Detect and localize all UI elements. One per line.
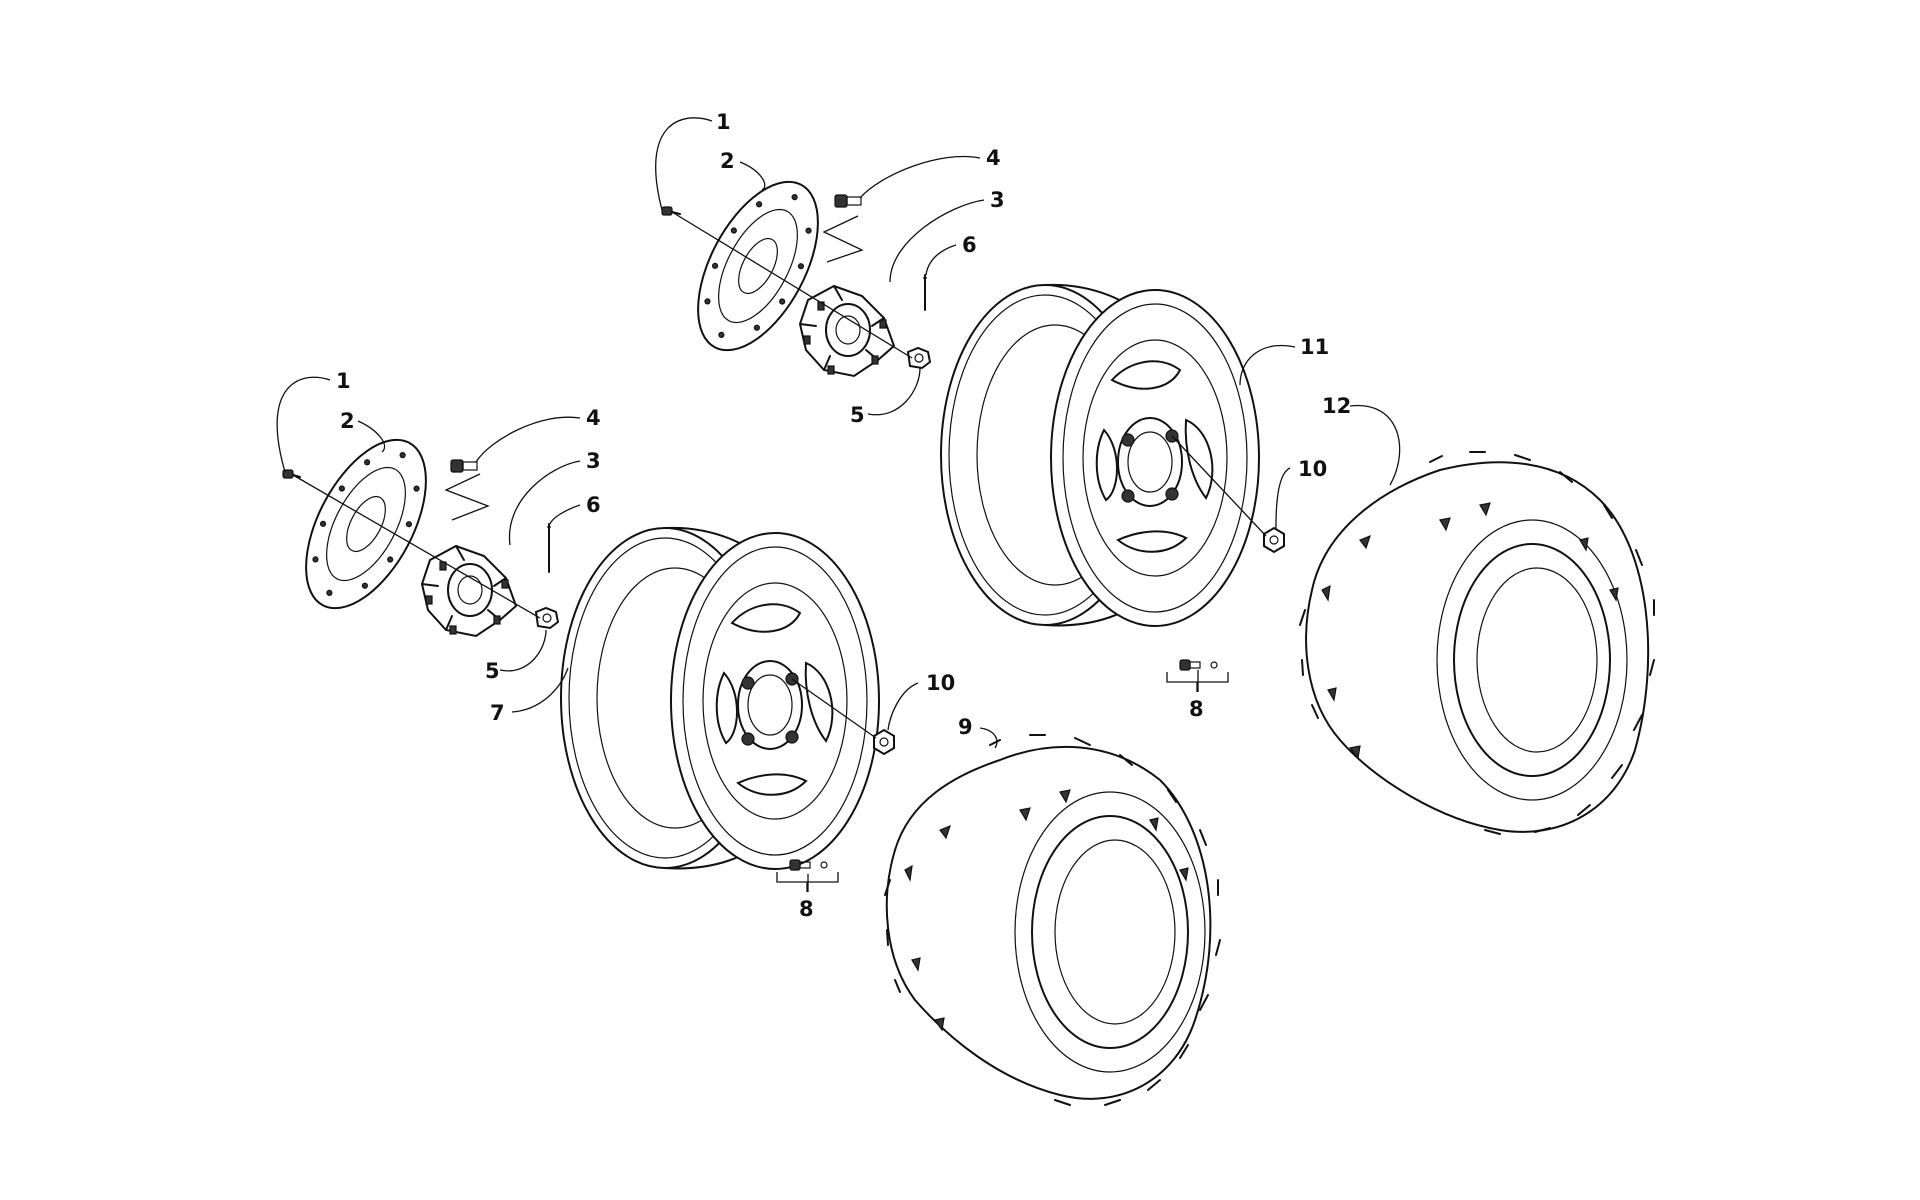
callout-11: 11 — [1300, 335, 1329, 359]
lug-nut-upper — [1263, 526, 1285, 554]
callout-4-lower: 4 — [586, 406, 601, 430]
callout-6-upper: 6 — [962, 233, 977, 257]
callout-1-upper: 1 — [716, 110, 731, 134]
disc-bolt-lower — [282, 469, 301, 479]
hub-nut-lower — [534, 606, 560, 630]
lug-nut-lower — [873, 728, 895, 756]
brake-disc-lower — [305, 438, 427, 610]
lower-hub-assembly — [282, 438, 560, 638]
callout-1-lower: 1 — [336, 369, 351, 393]
disc-bolt-upper — [661, 206, 681, 216]
hub-bolt-upper — [834, 194, 862, 208]
upper-hub-assembly — [661, 180, 932, 378]
hub-bolt-lower — [450, 459, 478, 473]
wheel-hub-lower — [420, 544, 518, 638]
cotter-pin-upper — [923, 274, 927, 311]
valve-stem-upper — [1166, 659, 1229, 692]
callout-2-lower: 2 — [340, 409, 355, 433]
callout-5-upper: 5 — [850, 403, 865, 427]
tire-lower — [884, 734, 1221, 1106]
callout-6-lower: 6 — [586, 493, 601, 517]
tire-upper — [1299, 451, 1655, 835]
callout-8-lower: 8 — [799, 897, 814, 921]
rim-lower — [560, 526, 880, 870]
callout-5-lower: 5 — [485, 659, 500, 683]
rim-upper — [940, 283, 1260, 627]
callout-7: 7 — [490, 701, 505, 725]
callout-2-upper: 2 — [720, 149, 735, 173]
wheel-hub-upper — [798, 284, 896, 378]
hub-nut-upper — [906, 346, 932, 370]
callout-3-upper: 3 — [990, 188, 1005, 212]
brake-disc-upper — [697, 180, 819, 352]
callout-8-upper: 8 — [1189, 697, 1204, 721]
cotter-pin-lower — [547, 523, 551, 573]
callout-10-lower: 10 — [926, 671, 955, 695]
callout-10-upper: 10 — [1298, 457, 1327, 481]
leader-lines — [276, 117, 1401, 892]
callout-12: 12 — [1322, 394, 1351, 418]
callout-labels: 1 2 4 3 6 5 1 2 4 3 6 5 7 10 8 11 10 8 9… — [336, 110, 1351, 921]
callout-9: 9 — [958, 715, 973, 739]
callout-3-lower: 3 — [586, 449, 601, 473]
callout-4-upper: 4 — [986, 146, 1001, 170]
